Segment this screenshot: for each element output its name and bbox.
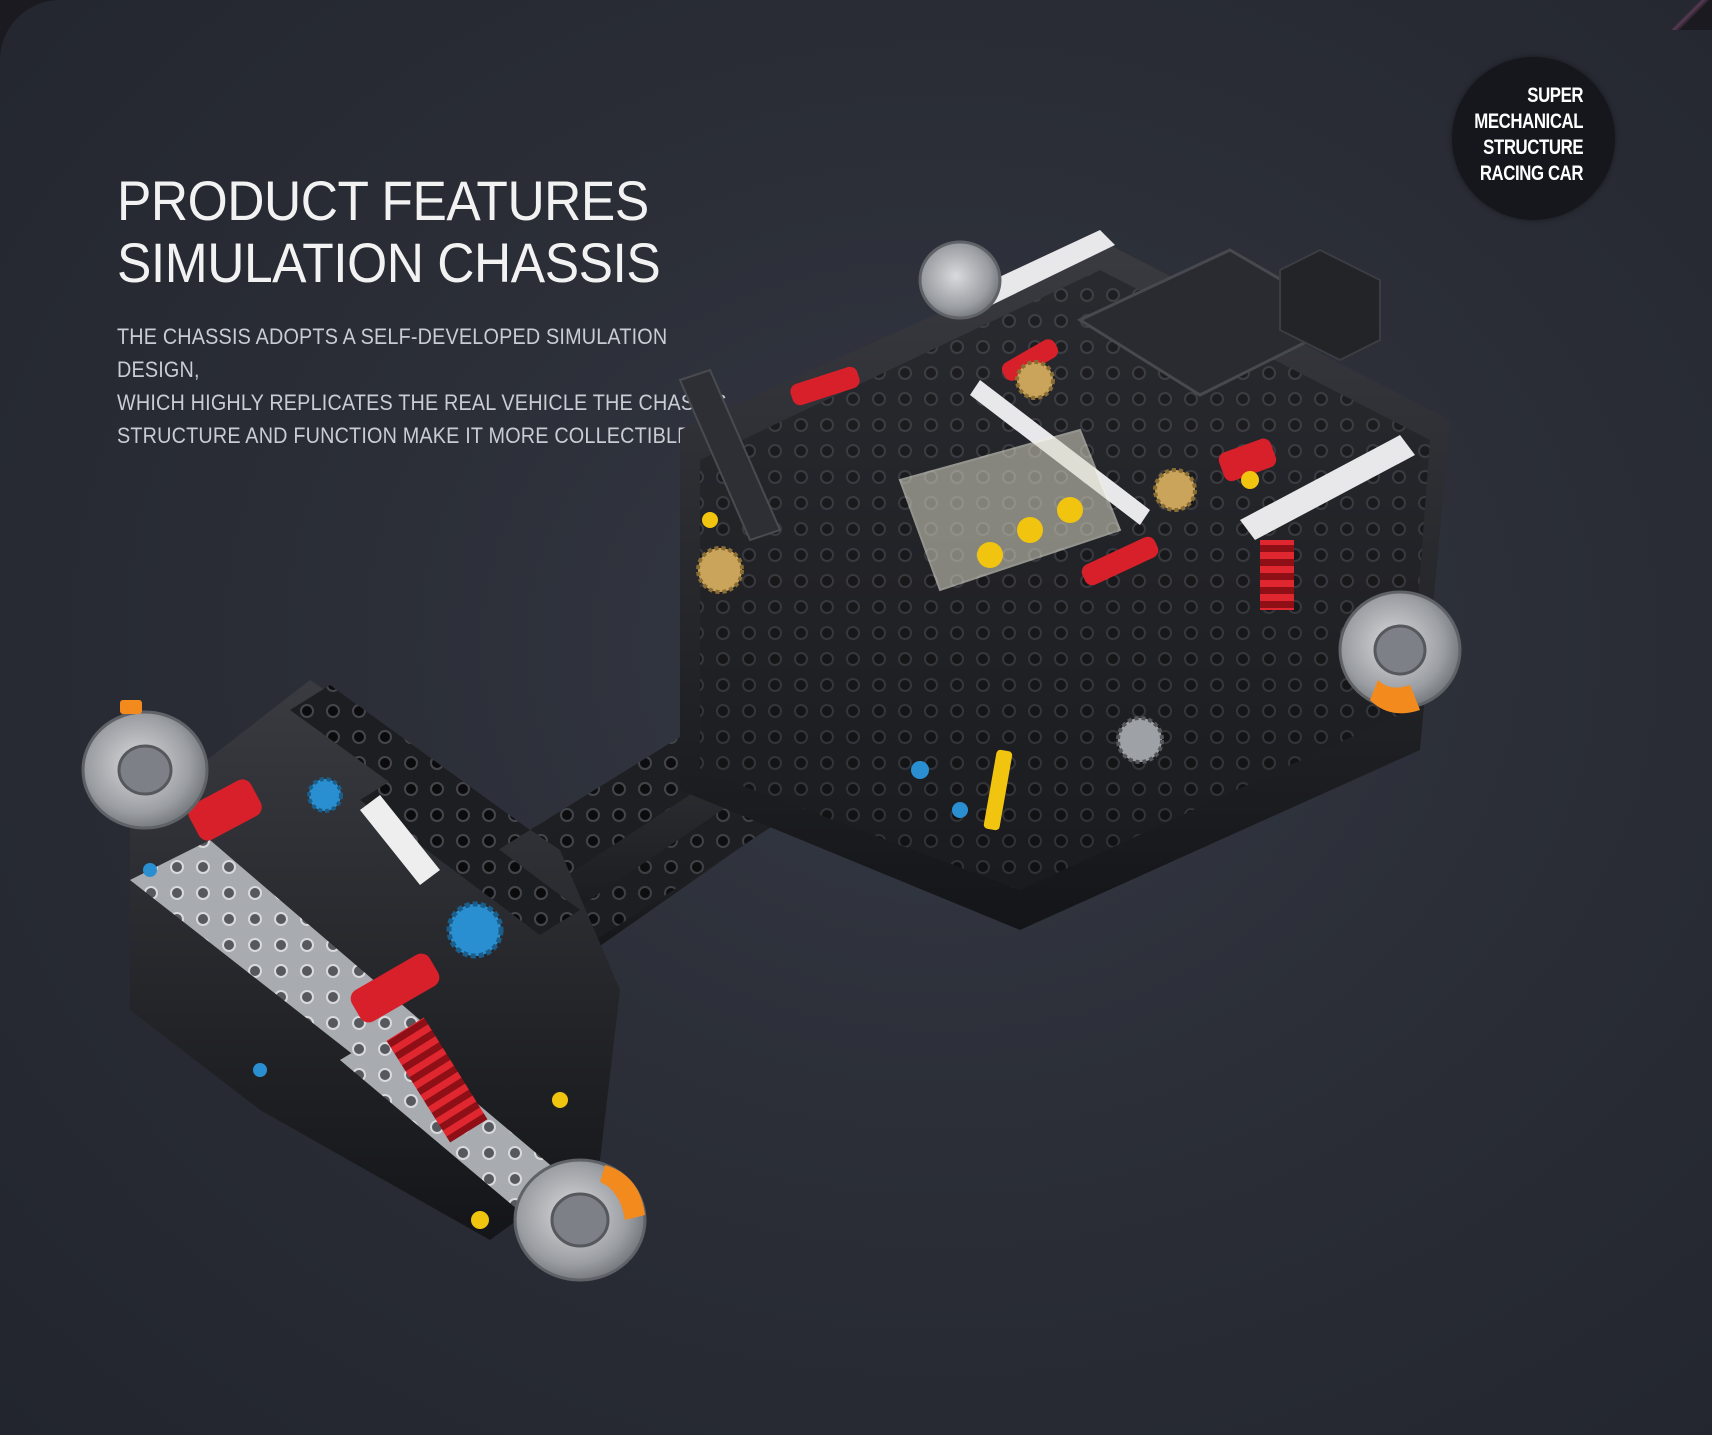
badge-line-4: RACING CAR: [1479, 162, 1584, 185]
rear-chassis-block: [678, 230, 1450, 930]
description-line-2: WHICH HIGHLY REPLICATES THE REAL VEHICLE…: [117, 390, 727, 415]
rear-right-brake-disc: [1338, 590, 1462, 714]
title-line-2: SIMULATION CHASSIS: [117, 231, 661, 294]
front-chassis-block: [116, 680, 620, 1240]
corner-decoration: [1672, 0, 1712, 30]
badge-line-2: MECHANICAL: [1474, 110, 1583, 133]
badge-line-3: STRUCTURE: [1483, 136, 1583, 159]
page-title: PRODUCT FEATURES SIMULATION CHASSIS: [117, 169, 661, 294]
front-right-brake-disc: [513, 1158, 647, 1282]
description-line-1: THE CHASSIS ADOPTS A SELF-DEVELOPED SIMU…: [117, 324, 668, 382]
product-badge: SUPER MECHANICAL STRUCTURE RACING CAR: [1452, 57, 1615, 220]
rear-left-brake-disc: [918, 240, 1002, 320]
feature-description: THE CHASSIS ADOPTS A SELF-DEVELOPED SIMU…: [117, 320, 747, 452]
badge-text: SUPER MECHANICAL STRUCTURE RACING CAR: [1474, 83, 1583, 187]
title-line-1: PRODUCT FEATURES: [117, 169, 649, 232]
badge-line-1: SUPER: [1527, 84, 1583, 107]
description-line-3: STRUCTURE AND FUNCTION MAKE IT MORE COLL…: [117, 423, 697, 448]
front-left-brake-disc: [81, 700, 209, 830]
chassis-model-image: [81, 230, 1462, 1282]
